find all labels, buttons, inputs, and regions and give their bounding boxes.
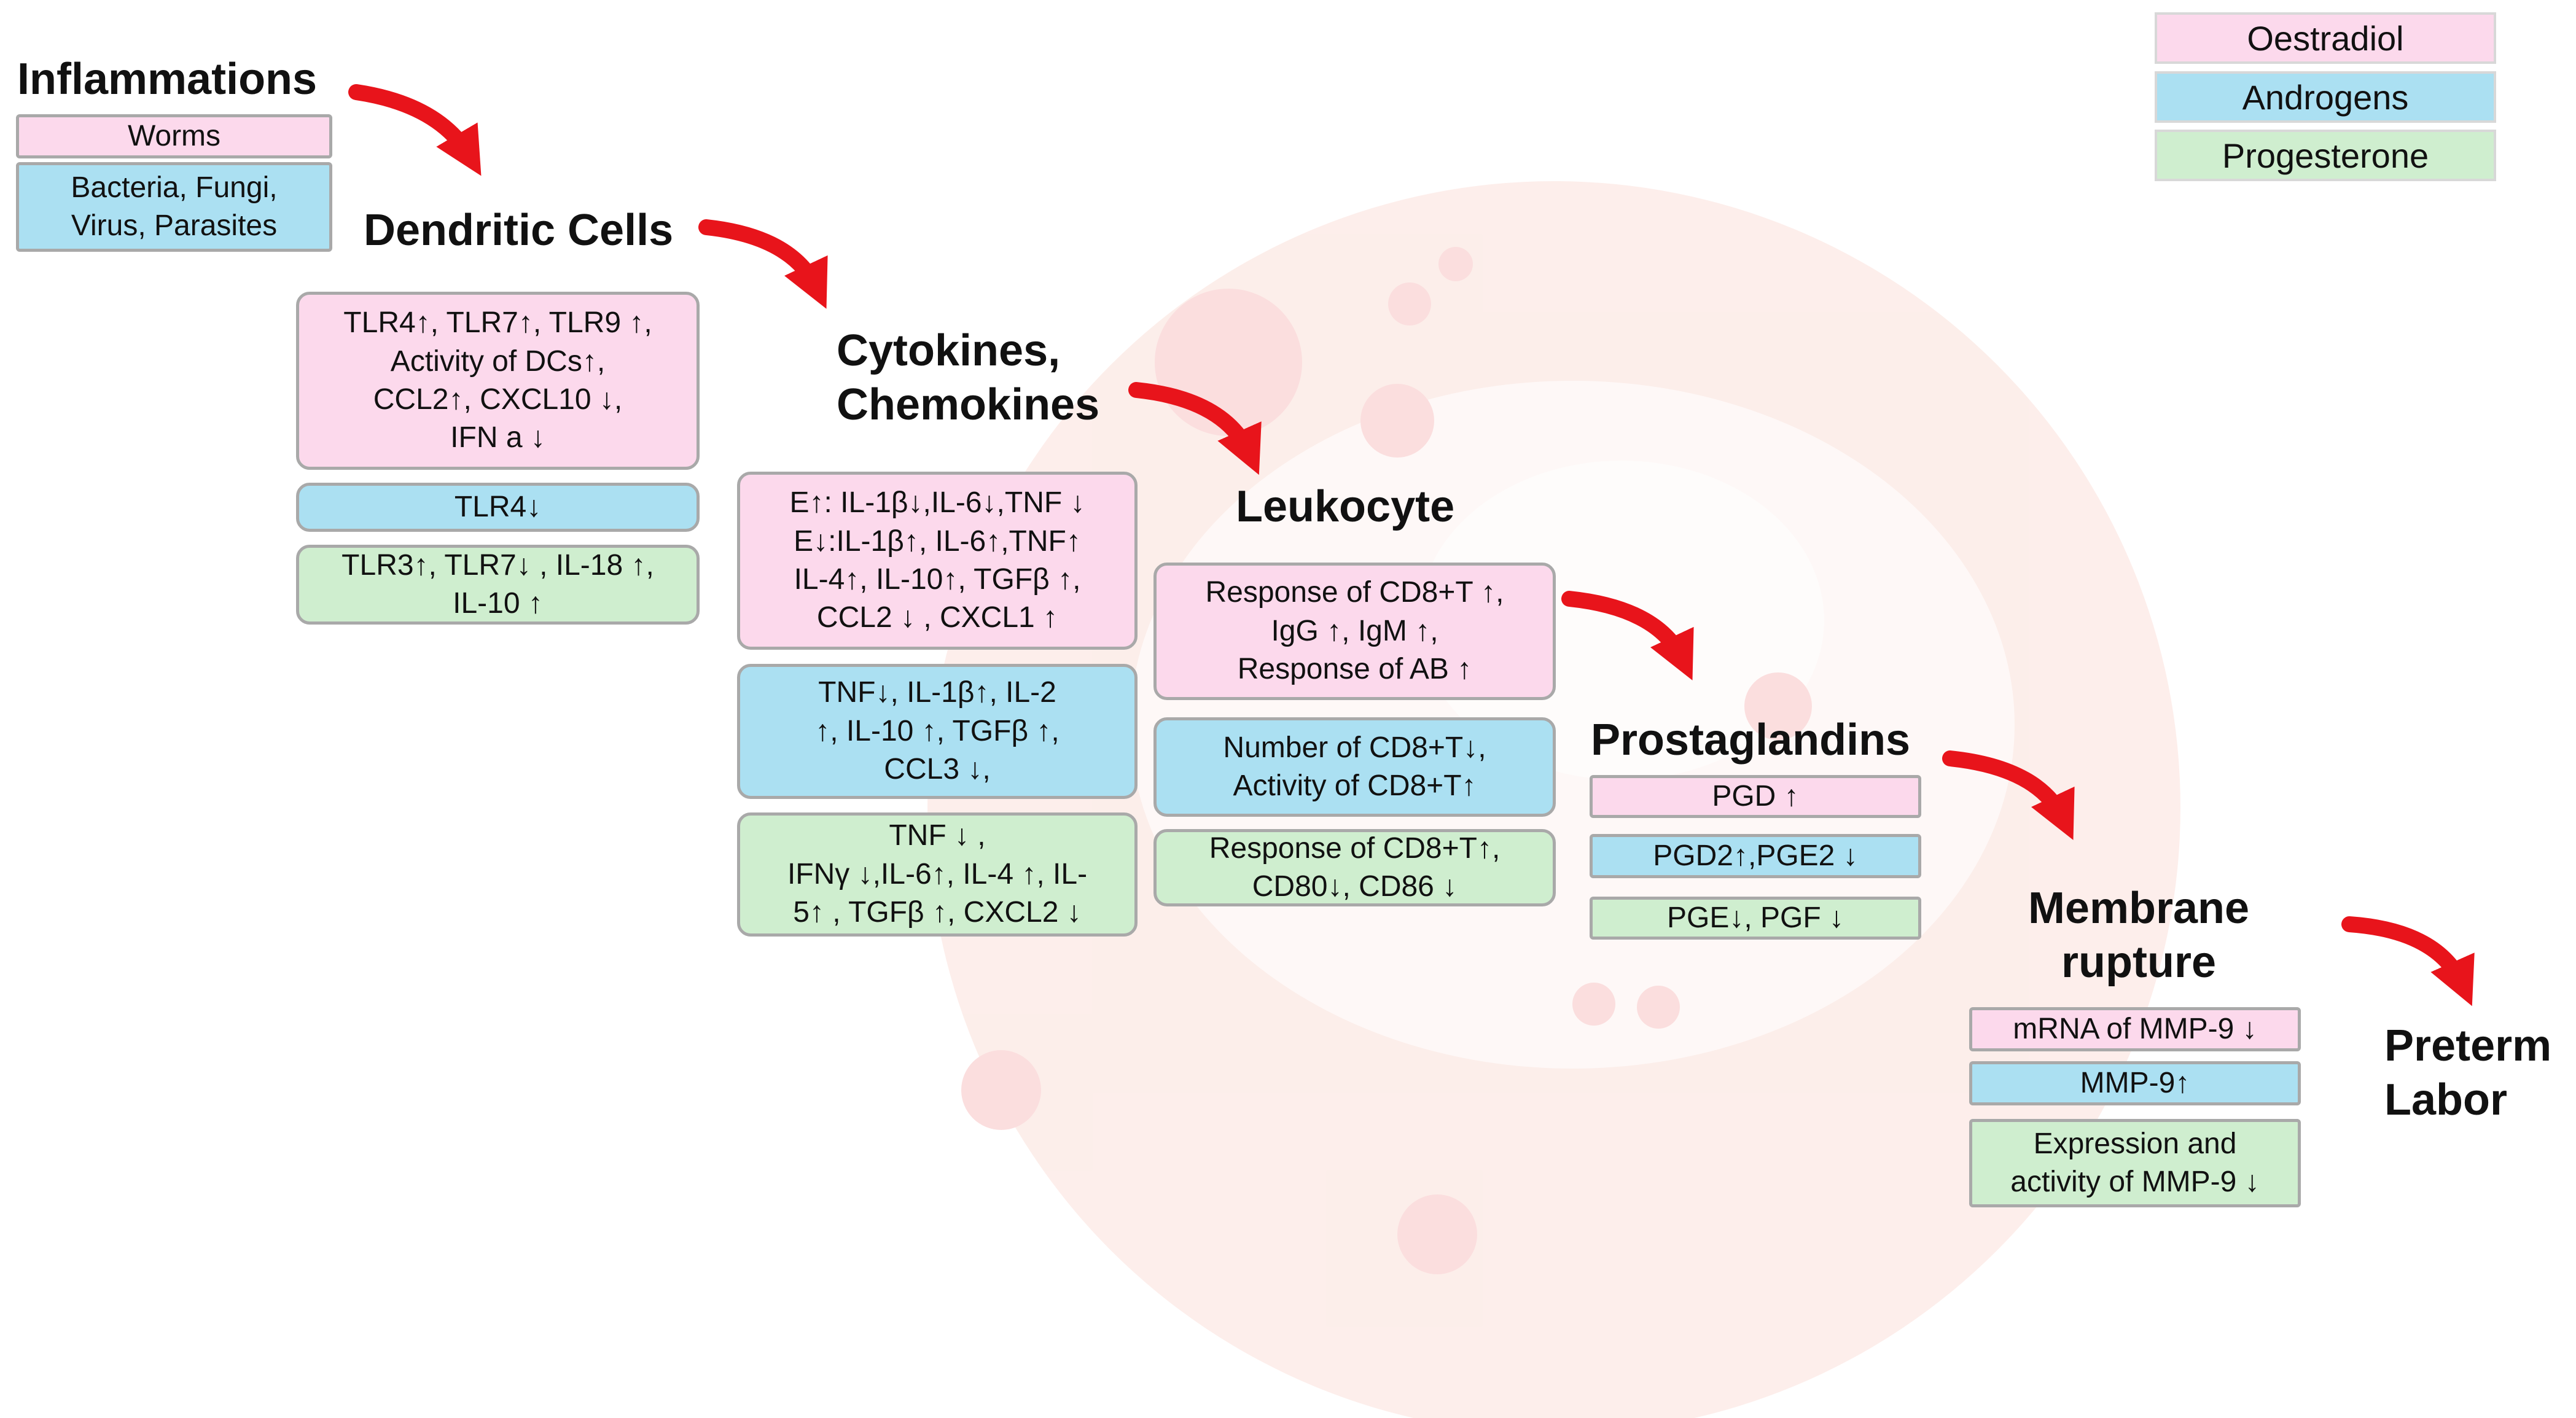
cytokines-oestradiol-box: E↑: IL-1β↓,IL-6↓,TNF ↓ E↓:IL-1β↑, IL-6↑,…: [737, 472, 1138, 650]
stage-title-cytokines-line2: Chemokines: [837, 380, 1100, 429]
stage-title-membrane-line1: Membrane: [2028, 884, 2250, 933]
cytokines-progesterone-box: TNF ↓ , IFNγ ↓,IL-6↑, IL-4 ↑, IL- 5↑ , T…: [737, 812, 1138, 937]
leukocyte-oestradiol-box: Response of CD8+T ↑, IgG ↑, IgM ↑, Respo…: [1153, 563, 1556, 700]
inflammations-androgens-box: Bacteria, Fungi, Virus, Parasites: [16, 162, 332, 252]
stage-title-cytokines: Cytokines, Chemokines: [837, 324, 1099, 432]
membrane-androgens-box: MMP-9↑: [1969, 1061, 2301, 1105]
stage-title-preterm-line2: Labor: [2384, 1075, 2508, 1124]
stage-title-inflammations: Inflammations: [17, 55, 318, 104]
leukocyte-progesterone-box: Response of CD8+T↑, CD80↓, CD86 ↓: [1153, 829, 1556, 906]
stage-title-prostaglandins: Prostaglandins: [1591, 715, 1911, 765]
prostaglandins-oestradiol-box: PGD ↑: [1590, 775, 1921, 818]
stage-title-preterm-line1: Preterm: [2384, 1021, 2552, 1070]
stage-title-dendritic-cells: Dendritic Cells: [364, 206, 674, 255]
legend-androgens: Androgens: [2155, 71, 2496, 123]
dendritic-progesterone-box: TLR3↑, TLR7↓ , IL-18 ↑, IL-10 ↑: [296, 545, 700, 625]
legend-oestradiol: Oestradiol: [2155, 12, 2496, 64]
cytokines-androgens-box: TNF↓, IL-1β↑, IL-2 ↑, IL-10 ↑, TGFβ ↑, C…: [737, 664, 1138, 799]
prostaglandins-androgens-box: PGD2↑,PGE2 ↓: [1590, 834, 1921, 878]
stage-title-membrane-line2: rupture: [2061, 937, 2216, 987]
stage-title-membrane-rupture: Membrane rupture: [1973, 882, 2305, 990]
stage-title-preterm-labor: Preterm Labor: [2384, 1019, 2551, 1128]
stage-title-cytokines-line1: Cytokines,: [837, 326, 1061, 375]
stage-title-leukocyte: Leukocyte: [1236, 482, 1455, 531]
legend-progesterone: Progesterone: [2155, 130, 2496, 181]
inflammations-oestradiol-box: Worms: [16, 114, 332, 158]
dendritic-androgens-box: TLR4↓: [296, 483, 700, 532]
leukocyte-androgens-box: Number of CD8+T↓, Activity of CD8+T↑: [1153, 717, 1556, 817]
prostaglandins-progesterone-box: PGE↓, PGF ↓: [1590, 897, 1921, 940]
membrane-progesterone-box: Expression and activity of MMP-9 ↓: [1969, 1119, 2301, 1207]
dendritic-oestradiol-box: TLR4↑, TLR7↑, TLR9 ↑, Activity of DCs↑, …: [296, 292, 700, 470]
membrane-oestradiol-box: mRNA of MMP-9 ↓: [1969, 1007, 2301, 1051]
